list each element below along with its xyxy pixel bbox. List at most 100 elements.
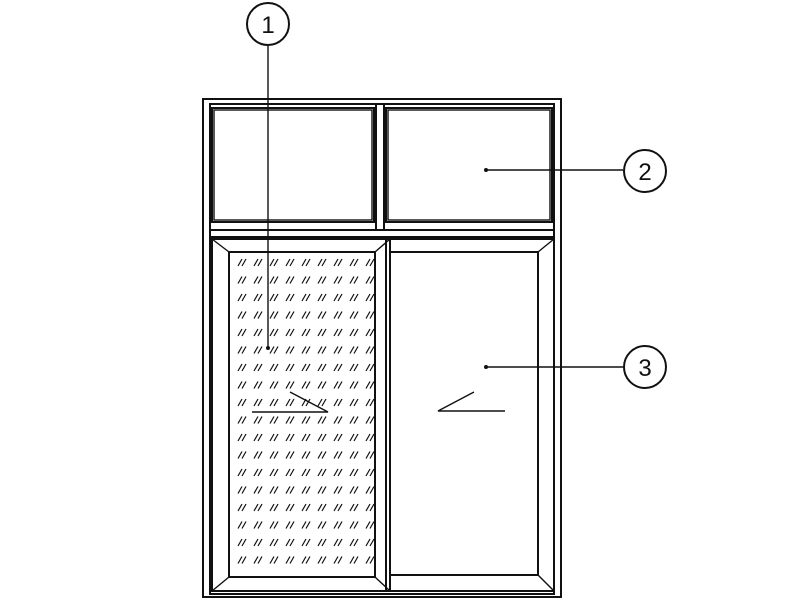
- hatch-mark: [369, 556, 375, 564]
- hatch-mark: [365, 486, 371, 494]
- hatch-mark: [369, 328, 375, 337]
- hatch-mark: [365, 538, 371, 547]
- hatch-mark: [285, 538, 291, 547]
- hatch-mark: [317, 521, 323, 529]
- hatch-mark: [305, 363, 311, 372]
- hatch-mark: [365, 503, 371, 512]
- hatch-mark: [257, 311, 263, 319]
- hatch-mark: [305, 311, 311, 319]
- hatch-mark: [289, 398, 295, 407]
- hatch-mark: [237, 503, 243, 512]
- hatch-mark: [333, 293, 339, 302]
- hatch-mark: [285, 486, 291, 494]
- hatch-mark: [321, 381, 327, 389]
- hatch-mark: [349, 346, 355, 354]
- hatch-mark: [365, 398, 371, 407]
- right-sash-slide-arrow: [437, 391, 505, 412]
- hatch-mark: [257, 293, 263, 302]
- hatch-mark: [353, 258, 359, 267]
- hatch-mark: [321, 433, 327, 442]
- hatch-mark: [253, 293, 259, 302]
- hatch-mark: [289, 258, 295, 267]
- hatch-mark: [253, 258, 259, 267]
- hatch-mark: [269, 451, 275, 459]
- hatch-mark: [305, 346, 311, 354]
- hatch-mark: [369, 381, 375, 389]
- hatch-mark: [321, 293, 327, 302]
- hatch-mark: [301, 416, 307, 424]
- hatch-mark: [269, 486, 275, 494]
- hatch-mark: [241, 381, 247, 389]
- hatch-mark: [269, 293, 275, 302]
- hatch-mark: [305, 381, 311, 389]
- hatch-mark: [321, 503, 327, 512]
- hatch-mark: [321, 276, 327, 284]
- hatch-mark: [337, 258, 343, 267]
- hatch-mark: [289, 328, 295, 337]
- hatch-mark: [337, 346, 343, 354]
- hatch-mark: [289, 538, 295, 547]
- hatch-mark: [305, 521, 311, 529]
- hatch-mark: [285, 258, 291, 267]
- hatch-mark: [369, 538, 375, 547]
- hatch-mark: [237, 398, 243, 407]
- hatch-mark: [349, 258, 355, 267]
- hatch-mark: [321, 416, 327, 424]
- hatch-mark: [237, 521, 243, 529]
- hatch-mark: [337, 398, 343, 407]
- hatch-mark: [369, 503, 375, 512]
- hatch-mark: [257, 416, 263, 424]
- hatch-mark: [349, 293, 355, 302]
- hatch-mark: [289, 346, 295, 354]
- hatch-mark: [285, 328, 291, 337]
- hatch-mark: [289, 276, 295, 284]
- hatch-mark: [349, 556, 355, 564]
- inner-frame: [209, 103, 555, 595]
- hatch-mark: [369, 416, 375, 424]
- hatch-mark: [353, 416, 359, 424]
- hatch-mark: [285, 346, 291, 354]
- hatch-mark: [237, 416, 243, 424]
- hatch-mark: [273, 363, 279, 372]
- hatch-mark: [321, 258, 327, 267]
- hatch-mark: [237, 451, 243, 459]
- hatch-mark: [305, 486, 311, 494]
- hatch-mark: [333, 276, 339, 284]
- hatch-mark: [257, 381, 263, 389]
- hatch-mark: [353, 311, 359, 319]
- hatch-mark: [253, 433, 259, 442]
- hatch-mark: [241, 538, 247, 547]
- hatch-mark: [337, 556, 343, 564]
- hatch-mark: [269, 311, 275, 319]
- hatch-mark: [337, 451, 343, 459]
- hatch-mark: [349, 416, 355, 424]
- hatch-mark: [333, 363, 339, 372]
- hatch-mark: [237, 556, 243, 564]
- hatch-mark: [257, 328, 263, 337]
- hatch-mark: [353, 433, 359, 442]
- hatch-mark: [349, 311, 355, 319]
- hatch-mark: [365, 381, 371, 389]
- hatch-mark: [333, 328, 339, 337]
- hatch-mark: [257, 556, 263, 564]
- hatch-mark: [285, 311, 291, 319]
- hatch-mark: [369, 451, 375, 459]
- hatch-mark: [305, 293, 311, 302]
- hatch-mark: [365, 346, 371, 354]
- hatch-mark: [289, 363, 295, 372]
- hatch-mark: [241, 293, 247, 302]
- hatch-mark: [349, 503, 355, 512]
- hatch-mark: [349, 328, 355, 337]
- hatch-mark: [253, 451, 259, 459]
- hatch-mark: [317, 328, 323, 337]
- hatch-mark: [273, 293, 279, 302]
- hatch-mark: [349, 381, 355, 389]
- hatch-mark: [289, 451, 295, 459]
- hatch-mark: [241, 398, 247, 407]
- hatch-mark: [365, 433, 371, 442]
- hatch-mark: [269, 521, 275, 529]
- hatch-mark: [369, 468, 375, 477]
- hatch-mark: [317, 363, 323, 372]
- hatch-mark: [253, 311, 259, 319]
- hatch-mark: [253, 503, 259, 512]
